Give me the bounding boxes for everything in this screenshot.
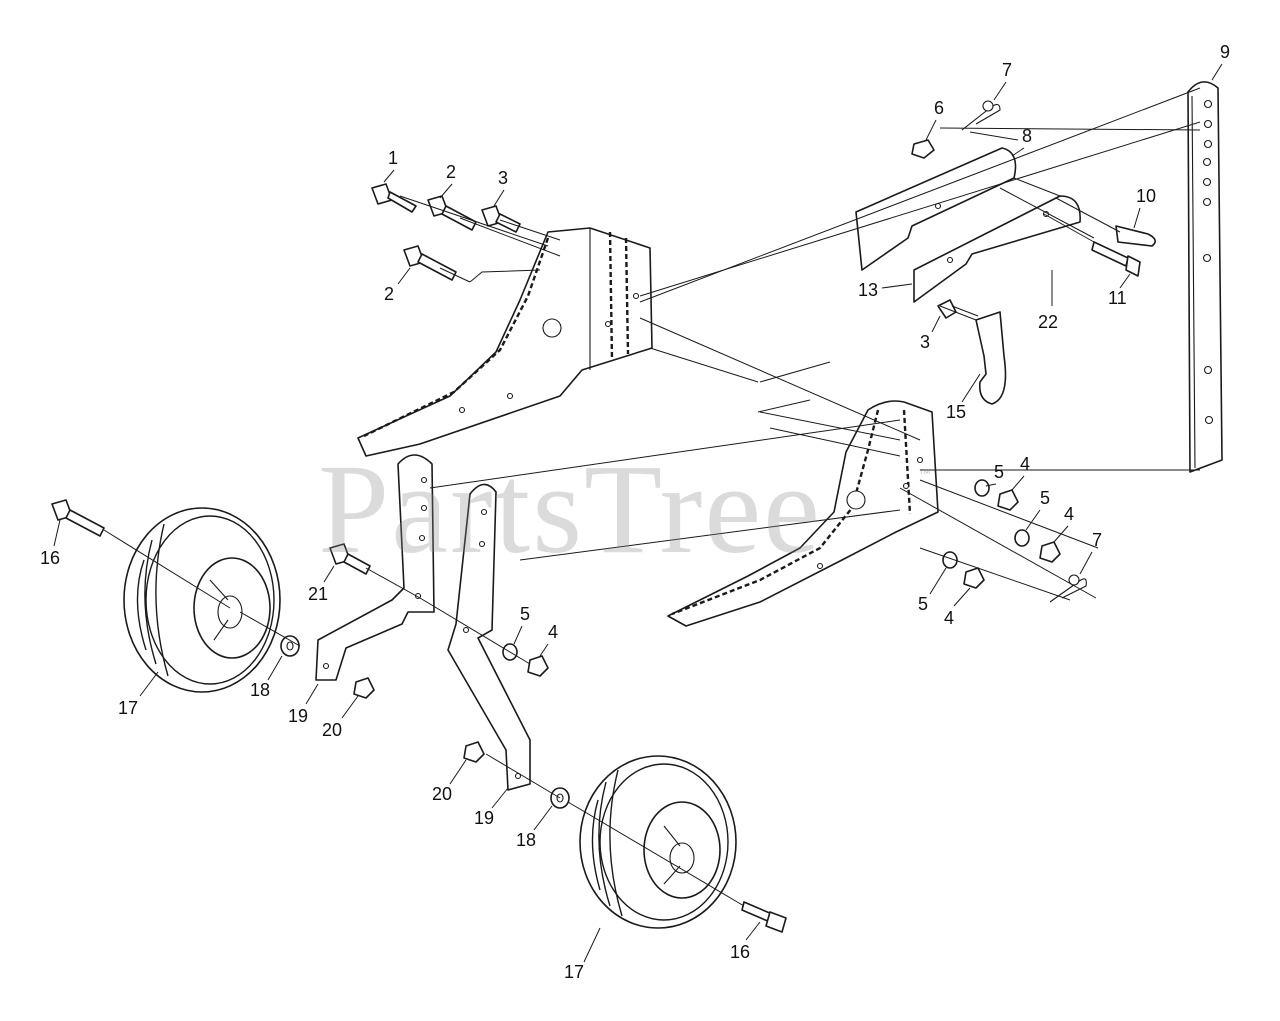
washer-18-left[interactable]: [280, 635, 300, 657]
hairpin-clip-lower[interactable]: [1049, 574, 1087, 603]
callout-17-right: 17: [564, 962, 584, 982]
callout-3-right: 3: [920, 332, 930, 352]
washer-5-b[interactable]: [1014, 529, 1030, 547]
callout-18-left: 18: [250, 680, 270, 700]
callout-19-left: 19: [288, 706, 308, 726]
callout-1: 1: [388, 148, 398, 168]
upper-bracket[interactable]: [855, 147, 1081, 303]
callout-2-upper: 2: [446, 162, 456, 182]
callout-5-c: 5: [918, 594, 928, 614]
callout-17-left: 17: [118, 698, 138, 718]
depth-bar[interactable]: [1187, 81, 1223, 473]
hairpin-clip-top[interactable]: [961, 100, 1001, 131]
hex-nut-4-a[interactable]: [997, 489, 1019, 511]
callout-2-lower: 2: [384, 284, 394, 304]
callout-16-right: 16: [730, 942, 750, 962]
wheel-bracket-left[interactable]: [315, 454, 435, 681]
hex-nut-6[interactable]: [911, 139, 935, 159]
washer-5-a[interactable]: [974, 479, 990, 497]
callout-13: 13: [858, 280, 878, 300]
callout-4-c: 4: [944, 608, 954, 628]
callout-5-d: 5: [520, 604, 530, 624]
wheel-right[interactable]: [579, 755, 737, 929]
callout-20-right: 20: [432, 784, 452, 804]
callout-8: 8: [1022, 126, 1032, 146]
callout-19-right: 19: [474, 808, 494, 828]
carriage-bolt-2-lower[interactable]: [403, 245, 457, 281]
assembly-lines: [103, 87, 1201, 907]
callout-4-a: 4: [1020, 454, 1030, 474]
callout-15: 15: [946, 402, 966, 422]
hex-nut-4-b[interactable]: [1039, 541, 1061, 563]
wheel-left[interactable]: [123, 507, 281, 693]
hex-bolt-1[interactable]: [371, 183, 417, 213]
callout-22: 22: [1038, 312, 1058, 332]
left-frame-bracket[interactable]: [357, 227, 653, 457]
callout-21: 21: [308, 584, 328, 604]
callout-7-lower: 7: [1092, 530, 1102, 550]
hex-nut-20-left[interactable]: [353, 677, 375, 699]
callout-11: 11: [1108, 288, 1127, 308]
callout-4-b: 4: [1064, 504, 1074, 524]
depth-latch[interactable]: [975, 311, 1007, 405]
axle-bolt-16-left[interactable]: [51, 499, 105, 537]
hex-nut-4-c[interactable]: [963, 567, 985, 589]
hex-nut-20-right[interactable]: [463, 741, 485, 763]
callout-16-left: 16: [40, 548, 60, 568]
callout-10: 10: [1136, 186, 1156, 206]
axle-bolt-16-right[interactable]: [741, 901, 787, 933]
right-frame-bracket[interactable]: [667, 400, 939, 627]
wheel-bracket-right[interactable]: [447, 483, 531, 791]
hex-nut-4-lower-left[interactable]: [527, 655, 549, 677]
callout-6: 6: [934, 98, 944, 118]
hex-bolt-21[interactable]: [329, 543, 371, 575]
callout-5-a: 5: [994, 462, 1004, 482]
callout-7-top: 7: [1002, 60, 1012, 80]
callout-18-right: 18: [516, 830, 536, 850]
callouts: 1 2 2 3 3 4 4 4 4 5 5 5 5 6 7 7 8 9 10: [40, 42, 1230, 982]
callout-20-left: 20: [322, 720, 342, 740]
hex-bolt-3-right[interactable]: [937, 299, 979, 319]
hex-bolt-11[interactable]: [1091, 241, 1141, 277]
callout-4-d: 4: [548, 622, 558, 642]
callout-3-left: 3: [498, 168, 508, 188]
callout-9: 9: [1220, 42, 1230, 62]
callout-5-b: 5: [1040, 488, 1050, 508]
hitch-pin[interactable]: [1115, 225, 1156, 247]
carriage-bolt-2-upper[interactable]: [427, 195, 477, 231]
washer-5-c[interactable]: [942, 551, 958, 569]
